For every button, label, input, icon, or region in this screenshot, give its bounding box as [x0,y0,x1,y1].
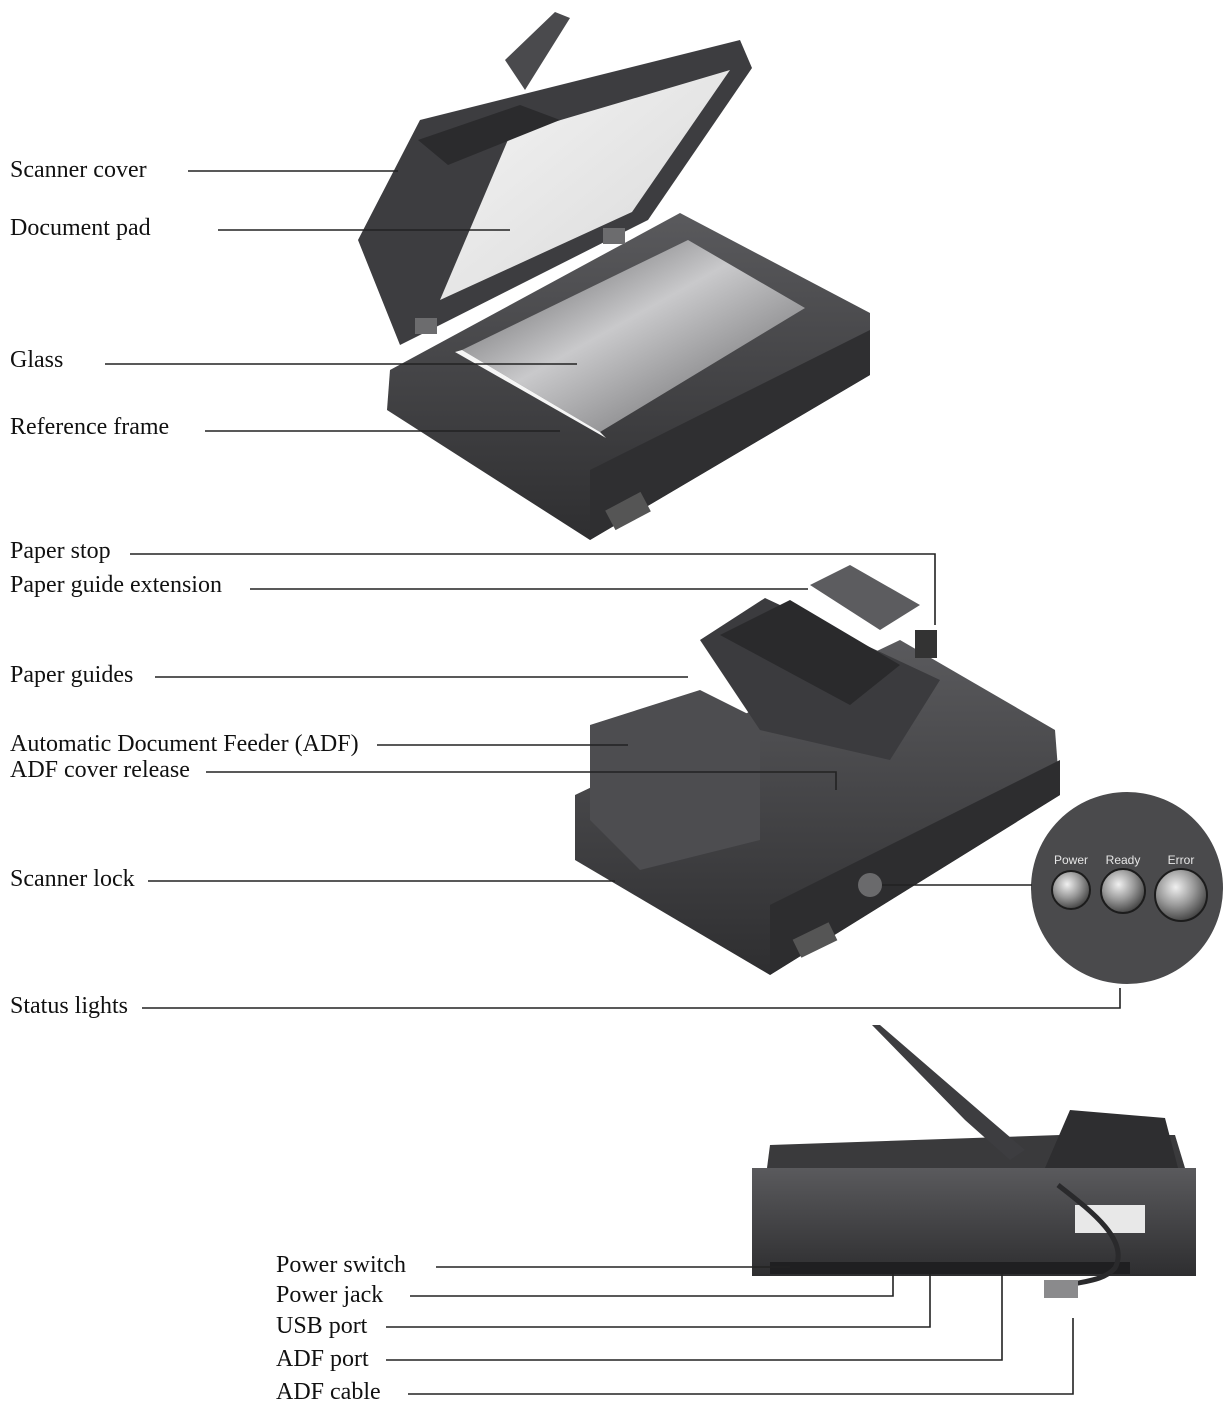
error-light [1155,869,1207,921]
leader-status-lights [142,988,1120,1008]
label-status-lights: Status lights [10,993,128,1019]
label-scanner-lock: Scanner lock [10,866,135,892]
rear-adf [1045,1110,1178,1168]
status-label-error: Error [1168,853,1195,867]
label-paper-guide-extension: Paper guide extension [10,572,222,598]
adf-housing [590,690,760,870]
status-panel-on-scanner [858,873,882,897]
callout-labels: Scanner cover Document pad Glass Referen… [10,157,406,1401]
label-power-jack: Power jack [276,1282,383,1308]
rear-view-illustration [752,1025,1196,1298]
label-power-switch: Power switch [276,1252,406,1278]
label-usb-port: USB port [276,1313,368,1339]
label-glass: Glass [10,347,63,373]
label-adf: Automatic Document Feeder (ADF) [10,731,359,757]
label-reference-frame: Reference frame [10,414,169,440]
flatbed-scanner-illustration [358,12,870,540]
label-paper-guides: Paper guides [10,662,133,688]
lid-paper-tray [505,12,570,90]
hinge-left [415,318,437,334]
status-label-ready: Ready [1106,853,1141,867]
label-document-pad: Document pad [10,215,151,241]
rear-port-strip [770,1262,1130,1274]
label-adf-port: ADF port [276,1346,369,1372]
adf-cable-connector [1044,1280,1078,1298]
leader-adf-port [386,1274,1002,1360]
leader-usb-port [386,1274,930,1327]
adf-scanner-illustration [575,565,1060,975]
status-label-power: Power [1054,853,1088,867]
label-paper-stop: Paper stop [10,538,111,564]
status-lights-panel: Power Ready Error [1031,792,1223,984]
leader-power-jack [410,1274,893,1296]
hinge-right [603,228,625,244]
paper-guide-extension-tab [810,565,920,630]
power-light [1052,871,1090,909]
paper-stop-tab [915,630,937,658]
ready-light [1101,869,1145,913]
label-adf-cover-release: ADF cover release [10,757,190,783]
label-scanner-cover: Scanner cover [10,157,147,183]
label-adf-cable: ADF cable [276,1379,381,1401]
leader-adf-cable [408,1318,1073,1394]
